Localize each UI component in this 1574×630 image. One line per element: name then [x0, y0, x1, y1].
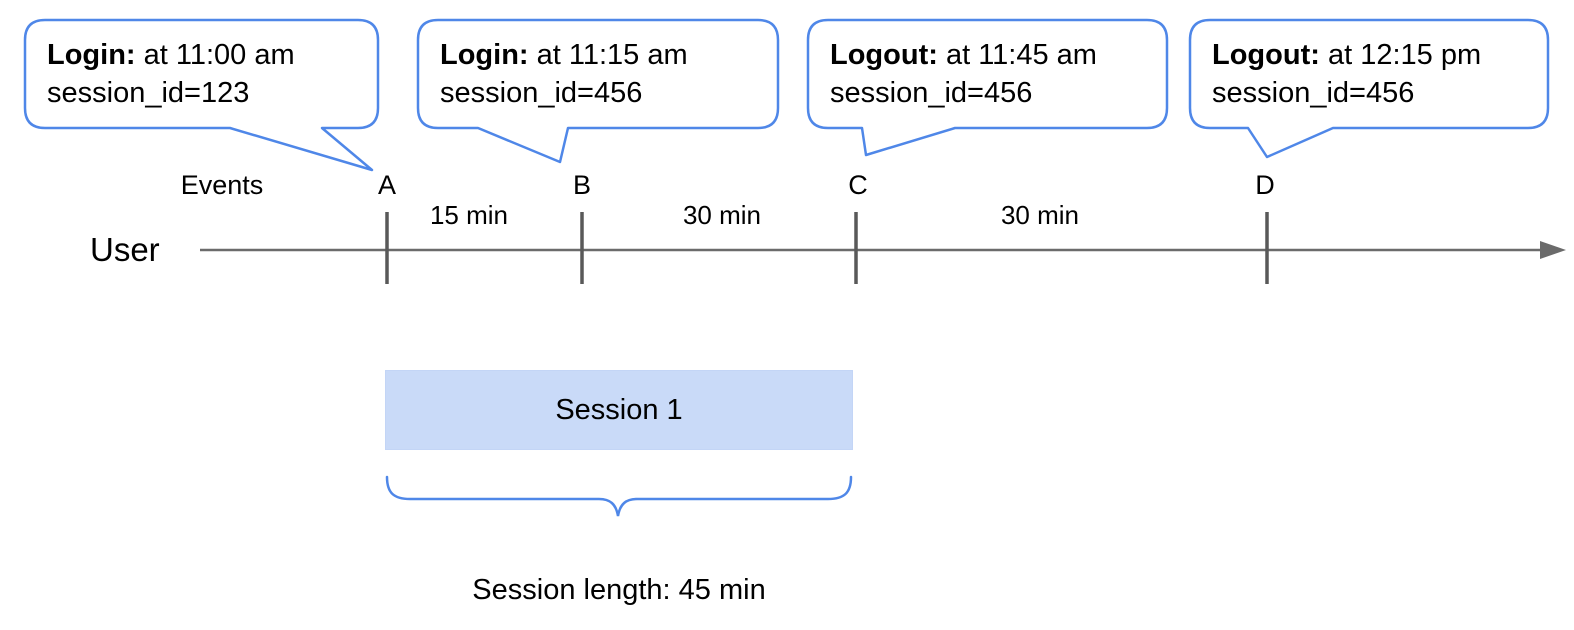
interval-a-b-label: 15 min — [429, 200, 509, 230]
callout-bubble-shape — [416, 18, 780, 164]
callout-line-session: session_id=456 — [1212, 77, 1415, 109]
callout-line-session: session_id=123 — [47, 77, 250, 109]
callout-logout-d: Logout: at 12:15 pm session_id=456 — [1190, 20, 1548, 128]
interval-b-c-label: 30 min — [682, 200, 762, 230]
event-type-label: Login: — [440, 39, 529, 71]
interval-c-d-label: 30 min — [1000, 200, 1080, 230]
callout-logout-c: Logout: at 11:45 am session_id=456 — [808, 20, 1167, 128]
session-length-caption: Session length: 45 min — [472, 574, 766, 606]
event-letter-a: A — [377, 170, 396, 200]
event-time-label: at 11:15 am — [528, 39, 688, 71]
events-axis-label: Events — [180, 170, 264, 200]
session-1-bar: Session 1 — [385, 370, 853, 450]
callout-line-event: Logout: at 12:15 pm — [1212, 36, 1528, 74]
event-letter-d: D — [1255, 170, 1275, 200]
callout-bubble-shape — [806, 18, 1169, 157]
callout-line-event: Login: at 11:15 am — [440, 36, 758, 74]
session-1-label: Session 1 — [555, 393, 683, 426]
user-label: User — [90, 231, 160, 268]
callout-bubble-shape — [1188, 18, 1550, 159]
callout-line-event: Logout: at 11:45 am — [830, 36, 1147, 74]
callout-login-b: Login: at 11:15 am session_id=456 — [418, 20, 778, 128]
session-brace — [385, 475, 853, 517]
event-time-label: at 12:15 pm — [1319, 39, 1482, 71]
event-type-label: Logout: — [830, 39, 938, 71]
event-letter-c: C — [848, 170, 868, 200]
timeline-arrow-icon — [1540, 241, 1566, 259]
event-time-label: at 11:45 am — [937, 39, 1097, 71]
event-letter-b: B — [572, 170, 591, 200]
callout-bubble-shape — [23, 18, 380, 172]
callout-login-a: Login: at 11:00 am session_id=123 — [25, 20, 378, 128]
event-type-label: Logout: — [1212, 39, 1320, 71]
event-type-label: Login: — [47, 39, 136, 71]
event-time-label: at 11:00 am — [135, 39, 295, 71]
callout-line-session: session_id=456 — [830, 77, 1033, 109]
callout-line-session: session_id=456 — [440, 77, 643, 109]
callout-line-event: Login: at 11:00 am — [47, 36, 358, 74]
